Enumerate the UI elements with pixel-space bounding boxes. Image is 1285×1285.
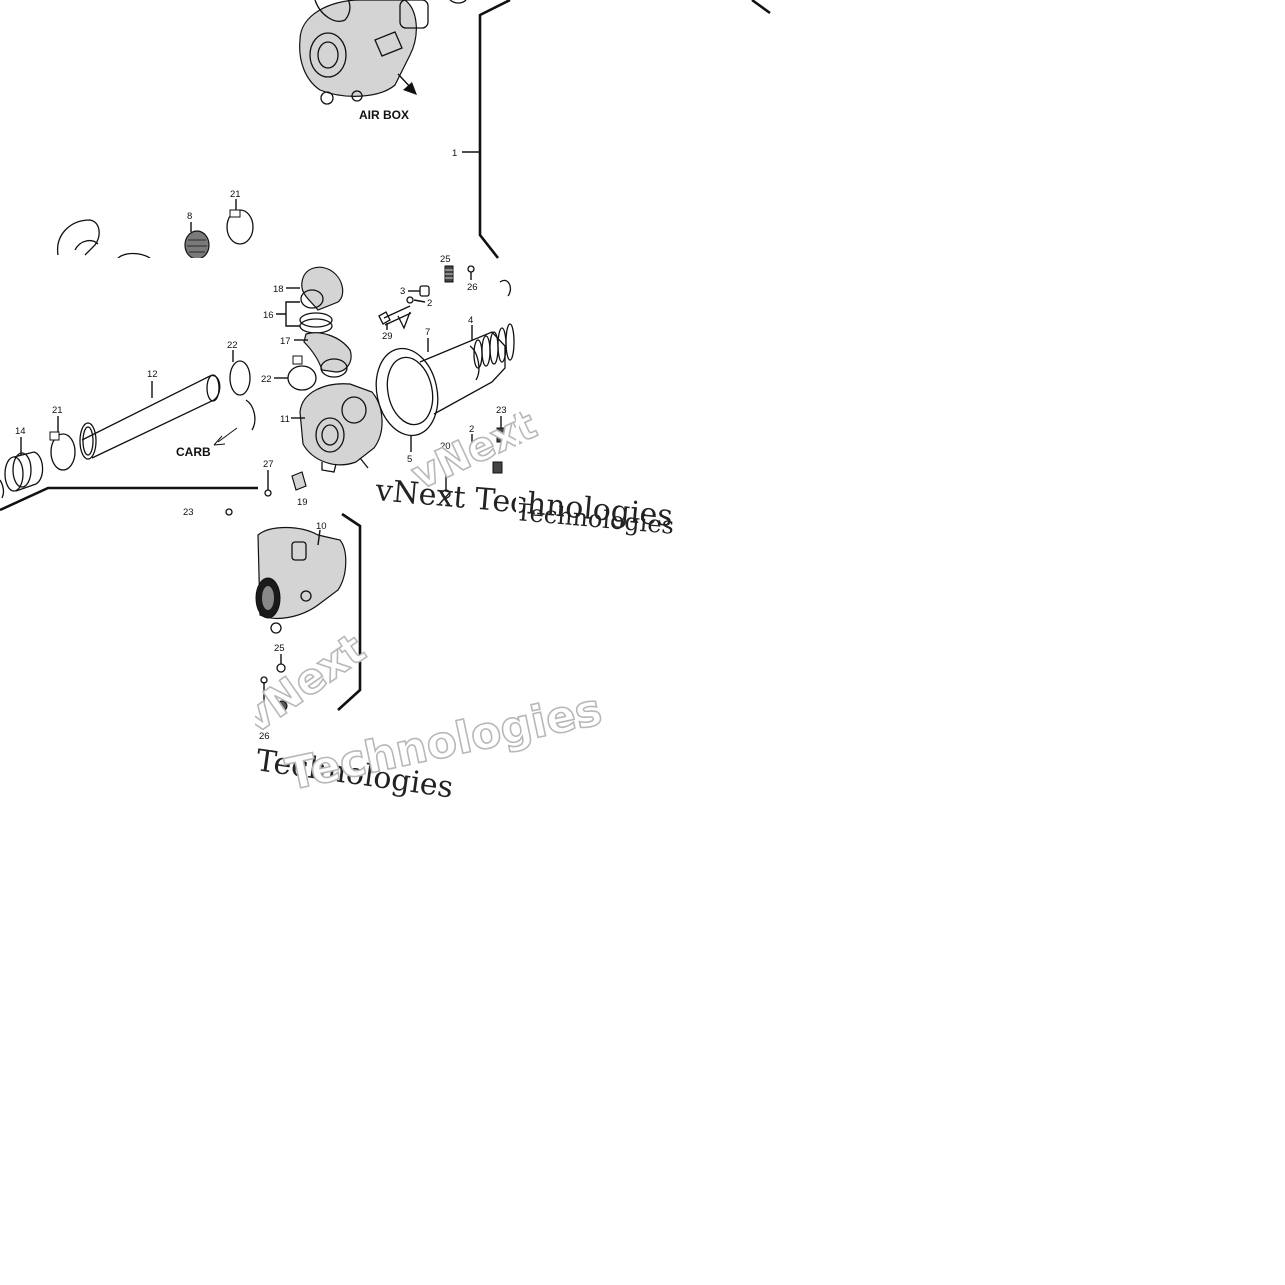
air-box-housing-10 [255, 526, 347, 634]
airflow-arrow-airbox [397, 73, 417, 95]
carb-label: CARB [176, 445, 211, 459]
spring-25-upper [444, 265, 454, 283]
callout-11: 11 [280, 414, 290, 425]
tile-blank-lower-left [0, 516, 255, 776]
callout-21-upper: 21 [230, 189, 241, 200]
callout-25-upper: 25 [440, 254, 451, 265]
bolt-29 [378, 305, 412, 330]
filter-element-8 [184, 230, 210, 260]
hose-clamp-21-upper [226, 209, 254, 245]
air-box-housing-11 [299, 383, 383, 473]
assembly-frame-d [337, 512, 362, 711]
callout-18: 18 [273, 284, 284, 295]
callout-17: 17 [280, 336, 291, 347]
callout-25-lower: 25 [274, 643, 285, 654]
callout-14: 14 [15, 426, 26, 437]
air-box-label: AIR BOX [359, 108, 409, 122]
callout-26-lower: 26 [259, 731, 270, 742]
washer-26-upper [467, 265, 475, 273]
nut-lower-dark [276, 700, 288, 712]
washer-26-lower [260, 676, 268, 684]
callout-21-lower: 21 [52, 405, 63, 416]
callout-20: 20 [440, 441, 451, 452]
callout-12: 12 [147, 369, 158, 380]
assembly-frame-a [478, 0, 511, 259]
callout-23: 23 [496, 405, 507, 416]
callout-27: 27 [263, 459, 274, 470]
housing-fragment-right [499, 279, 512, 297]
callout-23-lower-left: 23 [183, 507, 194, 518]
hose-clamp-21-lower [49, 431, 76, 471]
washer-2-upper [406, 296, 414, 304]
bolt-3 [419, 285, 430, 297]
callout-4: 4 [468, 315, 473, 326]
hose-clamp-22-left [229, 360, 256, 431]
leader-10 [317, 529, 321, 546]
tile-edge-a [0, 258, 256, 261]
inlet-tube-18 [300, 266, 344, 311]
leader-2-upper [413, 299, 426, 303]
callout-1: 1 [452, 148, 457, 159]
callout-22-right: 22 [261, 374, 272, 385]
bracket-16 [276, 301, 300, 327]
gasket-5 [375, 347, 439, 437]
callout-16: 16 [263, 310, 274, 321]
callout-7: 7 [425, 327, 430, 338]
callout-8: 8 [187, 211, 192, 222]
screw-27 [264, 489, 272, 497]
callout-29: 29 [382, 331, 393, 342]
callout-5: 5 [407, 454, 412, 465]
callout-10: 10 [316, 521, 327, 532]
air-box-housing-top [299, 0, 467, 105]
callout-26-upper: 26 [467, 282, 478, 293]
tile-edge-b [516, 258, 519, 513]
assembly-frame-b [0, 486, 258, 512]
clip-19 [291, 471, 307, 491]
hose-clamp-22-right [287, 355, 317, 391]
spring-4 [473, 323, 515, 369]
coupling-16 [299, 312, 333, 334]
elbow-hose-17 [303, 332, 352, 378]
intake-duct-12 [79, 374, 221, 460]
nut-25-lower [276, 663, 286, 673]
callout-2-upper: 2 [427, 298, 432, 309]
callout-19: 19 [297, 497, 308, 508]
coupler-14 [0, 451, 44, 499]
callout-22-top: 22 [227, 340, 238, 351]
callout-3: 3 [400, 286, 405, 297]
airflow-arrow-carb [213, 427, 238, 446]
intake-hose-fragment [57, 219, 151, 259]
screw-20 [441, 489, 451, 499]
assembly-frame-a-corner [751, 0, 771, 15]
callout-2-lower: 2 [469, 424, 474, 435]
